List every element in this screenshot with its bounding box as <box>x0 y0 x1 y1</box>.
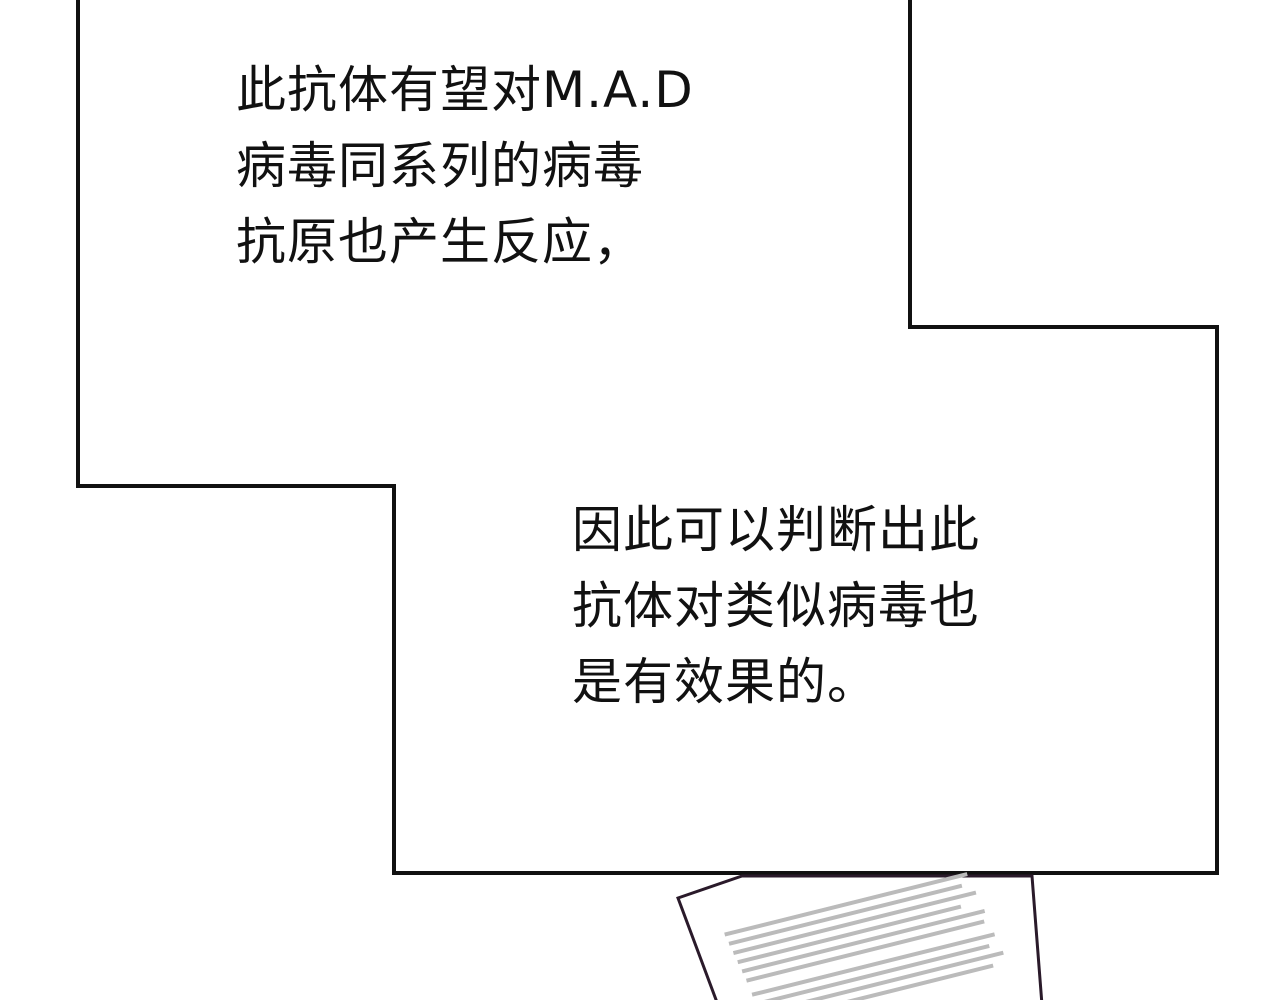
caption-bottom: 因此可以判断出此 抗体对类似病毒也 是有效果的。 <box>572 492 980 720</box>
panel-outline <box>76 0 1219 875</box>
caption-line: 抗原也产生反应， <box>236 213 644 271</box>
caption-line: 抗体对类似病毒也 <box>572 577 980 635</box>
document-paper <box>676 872 1044 1000</box>
caption-line: 是有效果的。 <box>572 653 878 711</box>
caption-top: 此抗体有望对M.A.D 病毒同系列的病毒 抗原也产生反应， <box>236 52 694 280</box>
caption-line: 病毒同系列的病毒 <box>236 137 644 195</box>
caption-line: 因此可以判断出此 <box>572 501 980 559</box>
caption-line: 此抗体有望对M.A.D <box>236 61 694 119</box>
paper-text-lines <box>724 872 1004 1000</box>
